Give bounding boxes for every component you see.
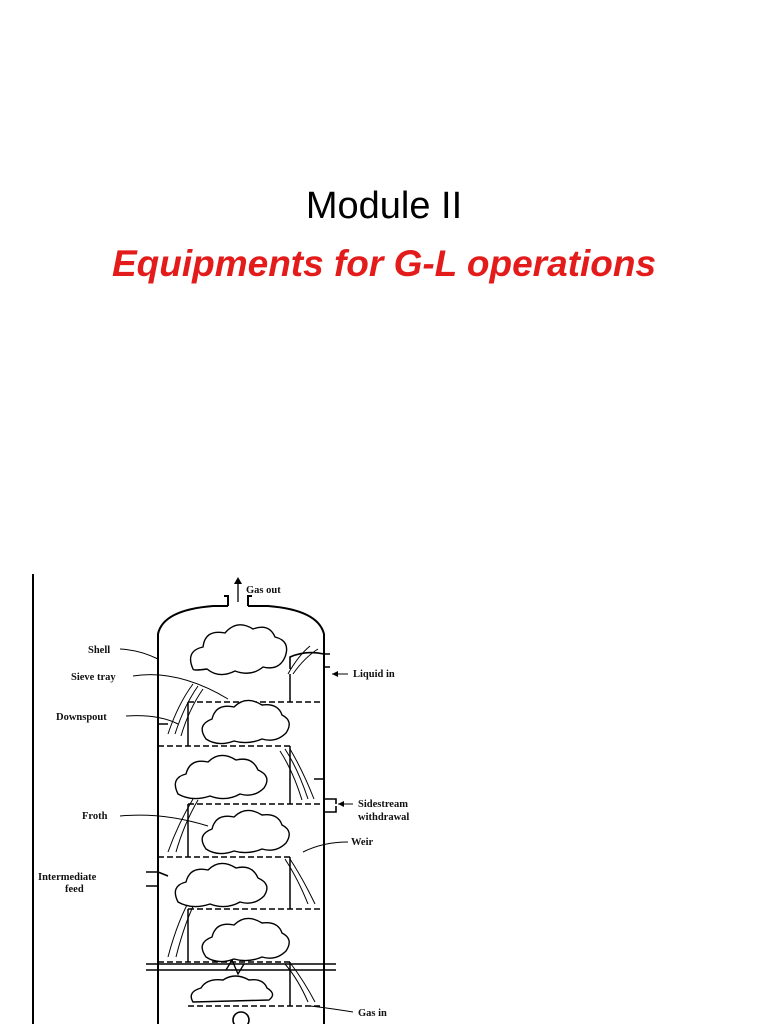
- label-gas-in: Gas in: [358, 1008, 387, 1019]
- sieve-tray-column-diagram: Gas out Shell Sieve tray Liquid in Downs…: [32, 574, 409, 1024]
- label-weir: Weir: [351, 837, 373, 848]
- label-downspout: Downspout: [56, 712, 107, 723]
- leader-lines: [119, 648, 354, 1013]
- liquid-streams: [167, 645, 319, 1003]
- intermediate-feed-pipe: [146, 871, 169, 887]
- label-froth: Froth: [82, 811, 108, 822]
- column-shell: [157, 605, 325, 1024]
- gas-out-arrowhead: [234, 577, 242, 584]
- label-feed: feed: [65, 884, 84, 895]
- label-liquid-in: Liquid in: [353, 669, 395, 680]
- sidestream-pipe: [324, 798, 337, 813]
- label-shell: Shell: [88, 645, 110, 656]
- gas-inlet-sparger: [232, 1011, 250, 1024]
- gas-outlet-nozzle: [224, 595, 252, 606]
- break-line: [146, 958, 336, 976]
- froth-clouds: [174, 624, 290, 1003]
- liquid-inlet-pipe: [289, 651, 330, 669]
- slide-subtitle: Equipments for G-L operations: [111, 243, 657, 284]
- label-sieve-tray: Sieve tray: [71, 672, 116, 683]
- label-sidestream: Sidestream: [358, 799, 408, 810]
- label-withdrawal: withdrawal: [358, 812, 409, 823]
- leader-arrowheads: [332, 671, 344, 807]
- label-intermediate: Intermediate: [38, 872, 97, 883]
- label-gas-out: Gas out: [246, 585, 281, 596]
- slide-title: Module II: [305, 185, 463, 227]
- sieve-trays: [158, 701, 324, 1007]
